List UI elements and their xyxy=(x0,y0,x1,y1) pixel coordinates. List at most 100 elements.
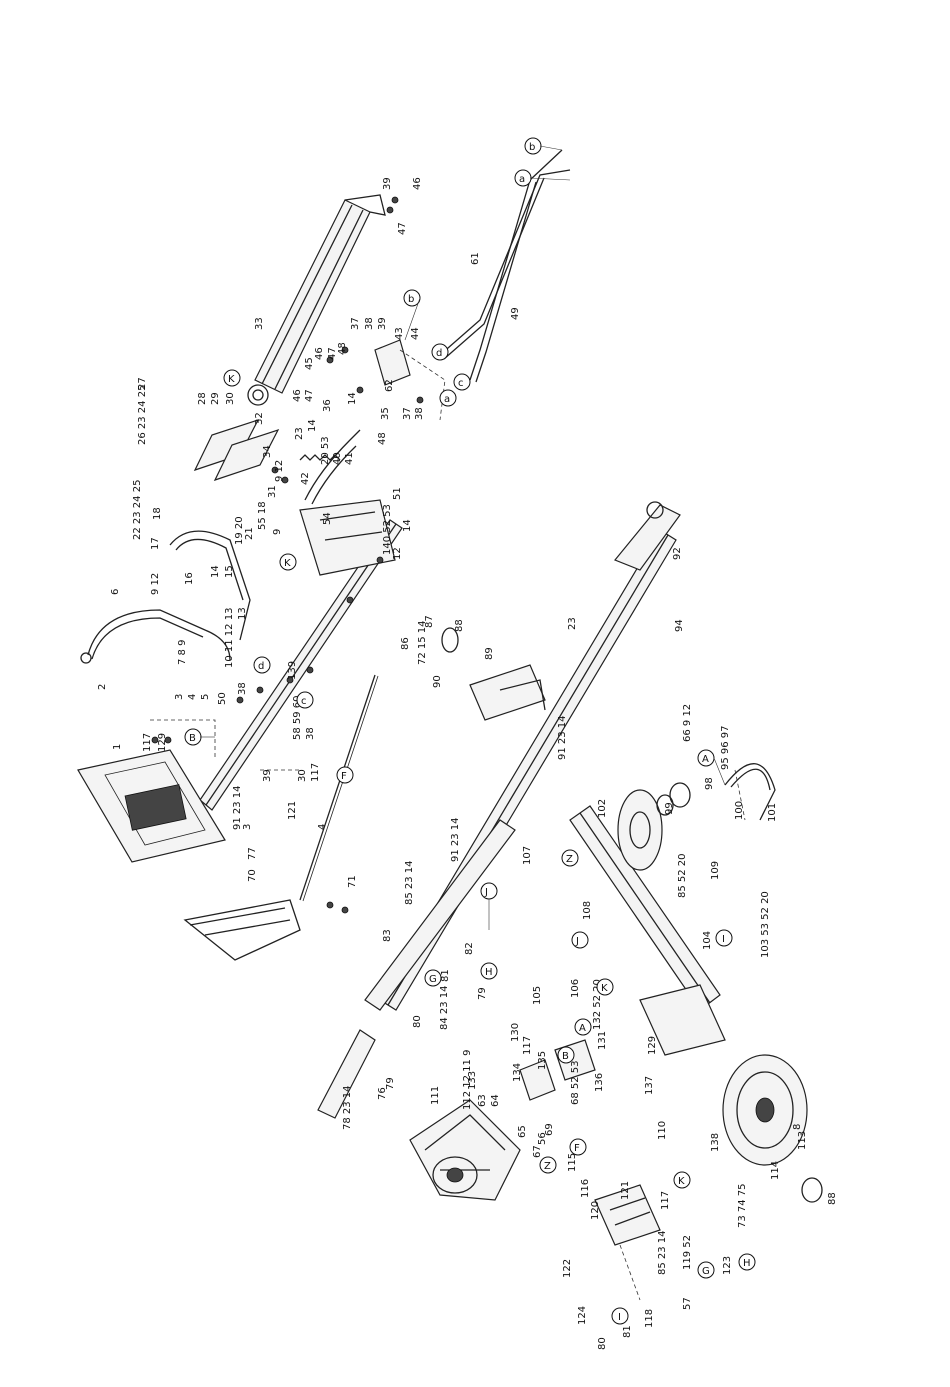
part-label: 78 23 14 xyxy=(342,1085,353,1130)
part-label: 69 xyxy=(544,1123,555,1136)
callout: K xyxy=(279,553,297,571)
part-label: 117 xyxy=(522,1036,533,1055)
part-label: 9 12 xyxy=(274,460,285,482)
part-label: 118 xyxy=(644,1309,655,1328)
svg-text:K: K xyxy=(284,558,291,569)
part-label: 122 xyxy=(562,1259,573,1278)
part-label: 82 xyxy=(464,942,475,955)
part-label: 84 23 14 xyxy=(439,985,450,1030)
part-label: 87 xyxy=(424,615,435,628)
part-label: 103 53 52 20 xyxy=(760,891,771,958)
part-label: 98 xyxy=(704,777,715,790)
svg-text:d: d xyxy=(436,348,442,359)
part-label: 33 xyxy=(254,317,265,330)
part-label: 139 xyxy=(287,661,298,680)
part-label: 106 xyxy=(570,979,581,998)
part-label: 138 xyxy=(710,1133,721,1152)
part-label: 46 xyxy=(314,347,325,360)
part-label: 117 xyxy=(310,763,321,782)
part-label: 54 xyxy=(322,512,333,525)
part-label: 35 xyxy=(380,407,391,420)
part-label: 109 xyxy=(710,861,721,880)
part-label: 62 xyxy=(384,379,395,392)
part-label: 88 xyxy=(454,619,465,632)
part-label: 44 xyxy=(410,327,421,340)
part-label: 46 xyxy=(292,389,303,402)
svg-text:d: d xyxy=(258,661,264,672)
part-label: 14 xyxy=(347,392,358,405)
callout: F xyxy=(336,766,354,784)
svg-text:K: K xyxy=(678,1176,685,1187)
part-label: 50 xyxy=(217,692,228,705)
part-label: 4 xyxy=(317,824,328,830)
part-label: 5 xyxy=(200,694,211,700)
part-label: 36 xyxy=(322,399,333,412)
part-label: 3 xyxy=(174,694,185,700)
part-label: 119 52 xyxy=(682,1235,693,1270)
svg-text:I: I xyxy=(722,934,725,945)
part-label: 14 xyxy=(210,565,221,578)
part-label: 29 xyxy=(210,392,221,405)
part-label: 68 52 53 xyxy=(570,1060,581,1105)
part-label: 108 xyxy=(582,901,593,920)
part-label: 49 xyxy=(510,307,521,320)
part-label: 81 xyxy=(622,1325,633,1338)
part-label: 137 xyxy=(644,1076,655,1095)
callout: K xyxy=(223,369,241,387)
part-label: 41 xyxy=(344,452,355,465)
callout: I xyxy=(715,929,733,947)
part-label: 80 xyxy=(412,1015,423,1028)
part-label: 47 xyxy=(304,389,315,402)
engine-assembly xyxy=(409,1039,661,1301)
part-label: 3 xyxy=(242,824,253,830)
part-label: 17 xyxy=(150,537,161,550)
part-label: 46 xyxy=(412,177,423,190)
part-label: 77 xyxy=(247,847,258,860)
part-label: 120 xyxy=(590,1201,601,1220)
part-label: 48 xyxy=(337,342,348,355)
beam-assembly xyxy=(77,149,571,961)
part-label: 37 xyxy=(402,407,413,420)
svg-text:F: F xyxy=(574,1143,580,1154)
callout: b xyxy=(524,137,542,155)
svg-text:G: G xyxy=(702,1266,710,1277)
part-label: 38 xyxy=(305,727,316,740)
part-label: 117 xyxy=(142,733,153,752)
part-label: 40 xyxy=(332,452,343,465)
part-label: 28 xyxy=(197,392,208,405)
part-label: 9 12 xyxy=(150,573,161,595)
part-label: 13 xyxy=(237,607,248,620)
part-label: 45 xyxy=(304,357,315,370)
callout: H xyxy=(738,1253,756,1271)
svg-text:J: J xyxy=(484,887,488,898)
callout: K xyxy=(596,978,614,996)
callout: H xyxy=(480,962,498,980)
callout: A xyxy=(574,1018,592,1036)
part-label: 30 xyxy=(225,392,236,405)
part-label: 14 xyxy=(307,419,318,432)
svg-text:a: a xyxy=(444,394,450,405)
part-label: 81 xyxy=(440,969,451,982)
part-label: 121 xyxy=(620,1181,631,1200)
svg-text:Z: Z xyxy=(566,854,573,865)
part-label: 88 xyxy=(827,1192,838,1205)
callout: d xyxy=(253,656,271,674)
part-label: 133 xyxy=(467,1071,478,1090)
part-label: 89 xyxy=(484,647,495,660)
svg-text:b: b xyxy=(408,294,414,305)
callout: d xyxy=(431,343,449,361)
part-label: 42 xyxy=(300,472,311,485)
part-label: 31 xyxy=(267,485,278,498)
part-label: 66 9 12 xyxy=(682,704,693,742)
part-label: 140 52 53 xyxy=(382,504,393,555)
part-label: 99 xyxy=(664,802,675,815)
part-label: 91 23 14 xyxy=(557,715,568,760)
part-label: 16 xyxy=(184,572,195,585)
svg-text:F: F xyxy=(341,771,347,782)
part-label: 18 xyxy=(152,507,163,520)
part-label: 30 xyxy=(297,769,308,782)
svg-text:B: B xyxy=(189,733,196,744)
callout: J xyxy=(480,882,498,900)
part-label: 104 xyxy=(702,931,713,950)
part-label: 67 xyxy=(532,1145,543,1158)
